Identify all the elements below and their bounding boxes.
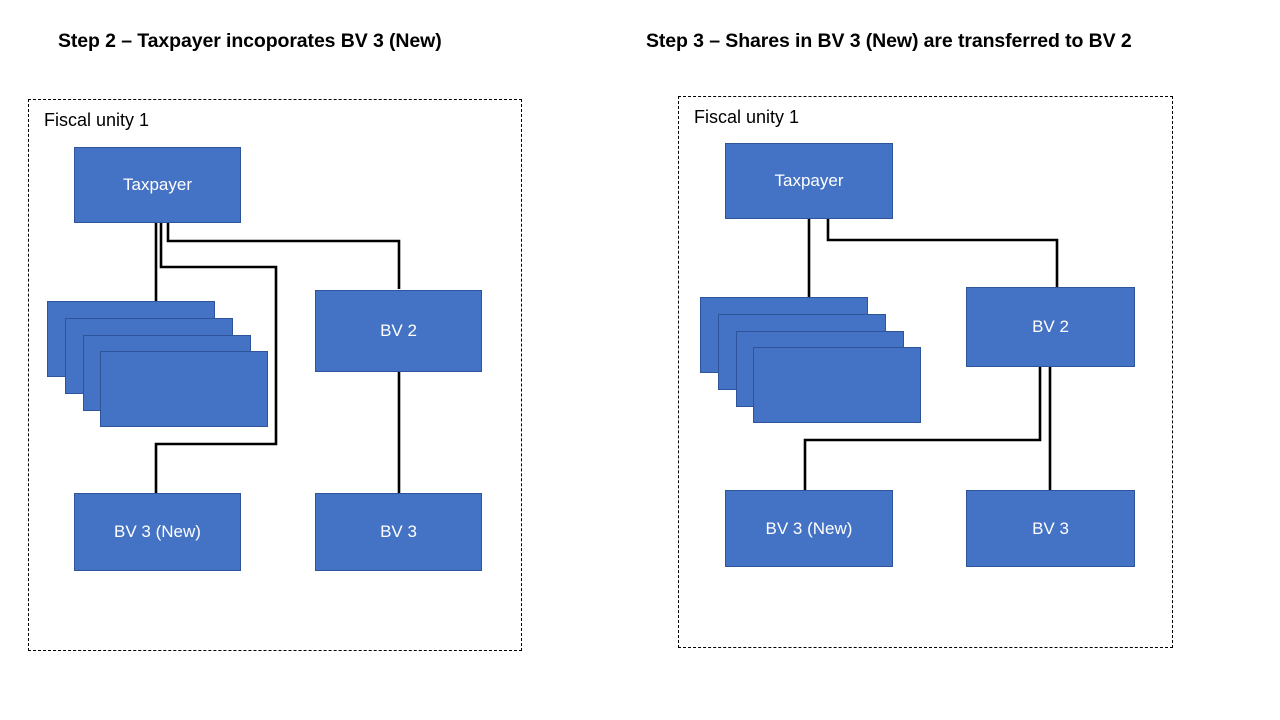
node-label: BV 3 [1032,518,1069,538]
stack-sheet-4 [753,347,921,423]
node-label: Taxpayer [123,175,192,194]
node-label: BV 3 (New) [765,518,853,538]
node-bv3-new-step3[interactable]: BV 3 (New) [725,490,893,567]
node-bv3-new-step2[interactable]: BV 3 (New) [74,493,241,571]
node-label: BV 3 [380,522,417,541]
fiscal-unity-label-step2: Fiscal unity 1 [44,110,150,130]
node-taxpayer-step3[interactable]: Taxpayer [725,143,893,219]
panel-title-step3: Step 3 – Shares in BV 3 (New) are transf… [646,30,1132,52]
node-label: BV 2 [1032,317,1069,336]
node-bv2-step3[interactable]: BV 2 [966,287,1135,367]
node-stack-subsidiaries-step2[interactable] [47,301,269,428]
node-label: Taxpayer [774,171,844,190]
node-label: BV 3 (New) [114,522,201,541]
node-label: BV 2 [380,321,417,340]
node-bv2-step2[interactable]: BV 2 [315,290,482,372]
fiscal-unity-label-step3: Fiscal unity 1 [694,107,800,127]
stack-sheet-4 [100,351,268,427]
fiscal-unity-group-step2 [28,99,522,651]
node-bv3-step2[interactable]: BV 3 [315,493,482,571]
fiscal-unity-group-step3 [678,96,1173,648]
node-taxpayer-step2[interactable]: Taxpayer [74,147,241,223]
node-bv3-step3[interactable]: BV 3 [966,490,1135,567]
node-stack-subsidiaries-step3[interactable] [700,297,922,424]
panel-title-step2: Step 2 – Taxpayer incoporates BV 3 (New) [58,30,442,52]
